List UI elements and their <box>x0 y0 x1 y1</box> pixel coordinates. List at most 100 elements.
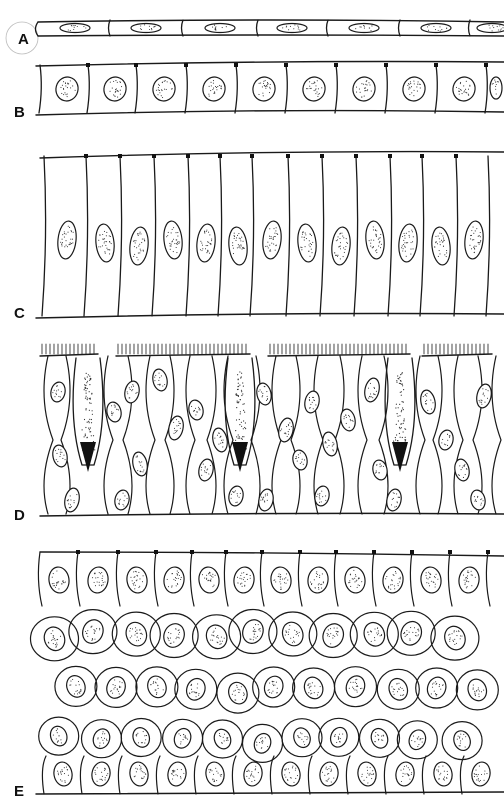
cell-border <box>420 156 424 316</box>
cell-border <box>384 756 388 794</box>
mucin-dot <box>85 398 86 399</box>
junction-mark <box>234 63 238 67</box>
nucleus <box>60 24 90 33</box>
nucleus <box>328 725 350 749</box>
mucin-dot <box>238 396 239 397</box>
nucleus-outline <box>227 485 245 507</box>
nucleus <box>465 677 489 704</box>
cell-border <box>335 65 337 113</box>
nucleus-outline <box>172 726 194 750</box>
mucin-dot <box>400 428 401 429</box>
chromatin-dot <box>495 86 496 87</box>
mucin-dot <box>399 404 400 405</box>
chromatin-dot <box>489 25 490 26</box>
basal-surface <box>40 513 504 516</box>
nucleus <box>424 675 448 702</box>
junction-mark <box>260 550 264 554</box>
nucleus-outline <box>279 619 306 648</box>
chromatin-dot <box>141 29 142 30</box>
chromatin-dot <box>290 26 291 27</box>
cell-border <box>346 756 350 794</box>
nucleus <box>463 220 485 260</box>
nucleus-outline <box>63 487 82 513</box>
nucleus <box>291 449 309 471</box>
cell-border <box>250 156 254 316</box>
cell-border <box>80 756 84 794</box>
mucin-dot <box>242 439 243 440</box>
chromatin-dot <box>435 29 436 30</box>
nucleus <box>166 761 188 788</box>
nucleus <box>303 390 321 414</box>
cell-border <box>308 756 312 794</box>
junction-mark <box>152 154 156 158</box>
mucin-dot <box>90 427 91 428</box>
nucleus <box>49 381 67 403</box>
mucin-dot <box>85 390 86 391</box>
nucleus-outline <box>371 459 389 481</box>
mucin-dot <box>238 434 239 435</box>
nucleus <box>242 761 264 788</box>
nucleus <box>301 675 325 702</box>
apical-surface <box>268 354 410 356</box>
cell-border <box>257 20 259 36</box>
mucin-dot <box>243 386 244 387</box>
junction-mark <box>320 154 324 158</box>
nucleus-outline <box>261 220 283 260</box>
chromatin-dot <box>489 27 490 28</box>
mucin-dot <box>238 389 239 390</box>
nucleus <box>212 727 234 751</box>
nucleus <box>421 24 451 33</box>
mucin-dot <box>88 374 89 375</box>
nucleus <box>64 673 88 700</box>
mucin-dot <box>87 437 88 438</box>
mucin-dot <box>89 391 90 392</box>
mucin-dot <box>244 427 245 428</box>
nucleus-outline <box>250 75 277 104</box>
chromatin-dot <box>71 25 72 26</box>
cell-border <box>44 356 53 514</box>
nucleus-outline <box>291 449 309 471</box>
nucleus <box>343 566 366 595</box>
cell-border <box>385 65 387 113</box>
mucin-dot <box>242 404 243 405</box>
mucin-dot <box>399 433 400 434</box>
chromatin-dot <box>492 84 493 85</box>
mucin-dot <box>241 395 242 396</box>
mucin-dot <box>238 401 239 402</box>
cell-border <box>76 552 80 606</box>
mucin-dot <box>237 401 238 402</box>
nucleus <box>52 761 74 788</box>
chromatin-dot <box>215 30 216 31</box>
nucleus <box>90 761 112 788</box>
mucin-dot <box>84 384 85 385</box>
cell-border <box>232 756 236 794</box>
cell-border <box>354 156 358 316</box>
nucleus-outline <box>113 489 131 511</box>
mucin-dot <box>397 375 398 376</box>
junction-mark <box>372 550 376 554</box>
nucleus-outline <box>296 223 318 263</box>
cell-border <box>152 156 156 316</box>
nucleus-outline <box>432 761 454 788</box>
nucleus-outline <box>451 729 473 753</box>
cell-border <box>260 552 264 606</box>
mucin-dot <box>401 391 402 392</box>
cell-border <box>182 20 184 36</box>
nucleus-outline <box>197 458 215 482</box>
mucin-dot <box>89 422 90 423</box>
junction-mark <box>84 154 88 158</box>
chromatin-dot <box>286 26 287 27</box>
mucin-dot <box>401 410 402 411</box>
nucleus <box>361 620 388 649</box>
junction-mark <box>186 154 190 158</box>
nucleus-outline <box>356 761 378 788</box>
mucin-dot <box>238 386 239 387</box>
mucin-dot <box>89 429 90 430</box>
nucleus-outline <box>162 220 184 260</box>
mucin-dot <box>405 429 406 430</box>
cell-border <box>194 756 198 794</box>
mucin-dot <box>91 419 92 420</box>
nucleus <box>255 382 273 406</box>
nucleus-outline <box>187 399 205 421</box>
